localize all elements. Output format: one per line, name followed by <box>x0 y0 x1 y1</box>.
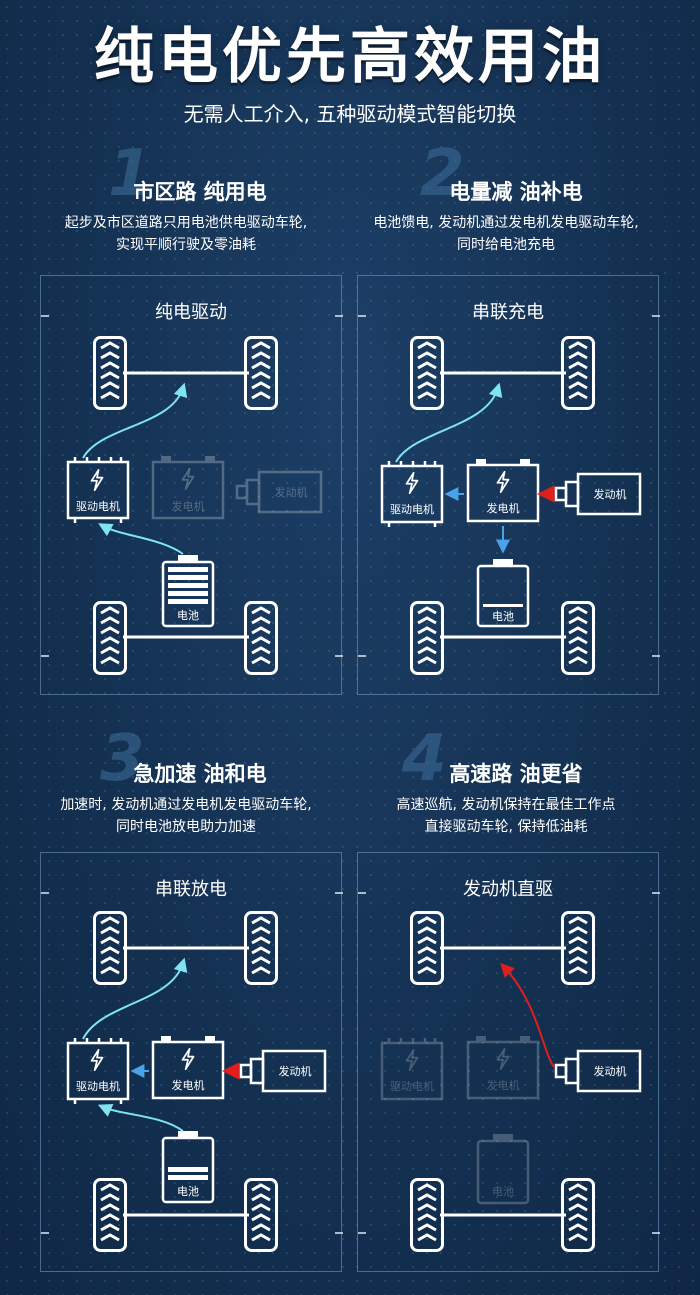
flow-arrow-battery-to-motor <box>98 523 184 555</box>
battery-label: 电池 <box>177 609 199 622</box>
panel-label: 串联放电 <box>155 879 227 900</box>
drive-motor-icon: 驱动电机 <box>66 457 130 523</box>
flow-arrow-motor-to-wheel <box>82 957 188 1040</box>
engine-label: 发动机 <box>594 487 627 501</box>
tire-icon <box>561 336 595 410</box>
drive-motor-icon: 驱动电机 <box>380 1038 444 1101</box>
section-1-title: 市区路 纯用电 <box>133 180 267 204</box>
tire-icon <box>93 1178 127 1252</box>
engine-icon: 发动机 <box>554 472 642 516</box>
tire-icon <box>244 1178 278 1252</box>
drive-motor-label: 驱动电机 <box>76 499 120 513</box>
tire-icon <box>410 336 444 410</box>
pure-electric-diagram: 驱动电机 发电机 发动机 电池 <box>41 315 343 675</box>
section-3-title: 急加速 油和电 <box>133 762 267 786</box>
tire-icon <box>561 911 595 985</box>
panel-label: 发动机直驱 <box>463 879 553 900</box>
panel-series-discharging: 串联放电 驱动电机 发电机 发动机 <box>40 852 343 1272</box>
section-2-description: 电池馈电, 发动机通过发电机发电驱动车轮,同时给电池充电 <box>373 215 639 253</box>
drive-motor-label: 驱动电机 <box>390 502 434 516</box>
battery-label: 电池 <box>177 1185 199 1198</box>
generator-label: 发电机 <box>172 1078 205 1092</box>
battery-label: 电池 <box>492 610 514 623</box>
section-4-description: 高速巡航, 发动机保持在最佳工作点直接驱动车轮, 保持低油耗 <box>396 797 616 835</box>
panel-label: 纯电驱动 <box>155 302 227 323</box>
drive-motor-icon: 驱动电机 <box>66 1038 130 1104</box>
flow-arrow-battery-to-motor <box>97 1104 184 1132</box>
page-subtitle: 无需人工介入, 五种驱动模式智能切换 <box>183 102 517 126</box>
generator-label: 发电机 <box>172 499 205 513</box>
section-3-description: 加速时, 发动机通过发电机发电驱动车轮,同时电池放电助力加速 <box>60 797 312 835</box>
flow-arrow-engine-to-wheel <box>500 962 555 1068</box>
battery-icon: 电池 <box>476 559 530 628</box>
tire-icon <box>244 336 278 410</box>
tire-icon <box>410 601 444 675</box>
tire-icon <box>244 601 278 675</box>
battery-icon: 电池 <box>161 555 215 628</box>
tire-icon <box>561 601 595 675</box>
generator-icon: 发电机 <box>466 1036 540 1100</box>
engine-label: 发动机 <box>594 1064 627 1078</box>
panel-engine-direct-drive: 发动机直驱 驱动电机 发电机 发动机 电池 <box>357 852 660 1272</box>
tire-icon <box>410 1178 444 1252</box>
tire-icon <box>93 601 127 675</box>
tire-icon <box>561 1178 595 1252</box>
section-1-description: 起步及市区道路只用电池供电驱动车轮,实现平顺行驶及零油耗 <box>64 215 308 253</box>
generator-icon: 发电机 <box>151 456 225 520</box>
tire-icon <box>410 911 444 985</box>
battery-icon: 电池 <box>161 1131 215 1204</box>
series-discharging-diagram: 驱动电机 发电机 发动机 电池 <box>41 892 343 1252</box>
panel-series-charging: 串联充电 驱动电机 发电机 发动机 电池 <box>357 275 660 695</box>
section-2-number: 2 <box>420 137 465 211</box>
page-title: 纯电优先高效用油 <box>94 22 606 92</box>
series-charging-diagram: 驱动电机 发电机 发动机 电池 <box>358 315 660 675</box>
section-4-title: 高速路 油更省 <box>449 762 583 786</box>
drive-motor-label: 驱动电机 <box>390 1079 434 1093</box>
section-3-number: 3 <box>100 722 145 796</box>
panel-pure-electric: 纯电驱动 驱动电机 发电机 发动机 <box>40 275 343 695</box>
section-1-number: 1 <box>108 137 153 211</box>
engine-icon: 发动机 <box>554 1049 642 1093</box>
generator-label: 发电机 <box>487 501 520 515</box>
panel-label: 串联充电 <box>472 302 544 323</box>
generator-label: 发电机 <box>487 1078 520 1092</box>
battery-icon: 电池 <box>476 1134 530 1205</box>
drive-motor-label: 驱动电机 <box>76 1079 120 1093</box>
drive-motor-icon: 驱动电机 <box>380 461 444 527</box>
section-2-title: 电量减 油补电 <box>449 180 583 204</box>
engine-label: 发动机 <box>279 1064 312 1078</box>
flow-arrow-motor-to-wheel <box>395 382 503 463</box>
section-4-number: 4 <box>402 722 447 796</box>
engine-direct-drive-diagram: 驱动电机 发电机 发动机 电池 <box>358 892 660 1252</box>
battery-label: 电池 <box>492 1185 514 1198</box>
flow-arrow-motor-to-wheel <box>82 382 188 459</box>
generator-icon: 发电机 <box>466 459 540 523</box>
generator-icon: 发电机 <box>151 1036 225 1100</box>
engine-icon: 发动机 <box>235 470 323 514</box>
engine-label: 发动机 <box>275 485 308 499</box>
tire-icon <box>93 336 127 410</box>
tire-icon <box>244 911 278 985</box>
engine-icon: 发动机 <box>239 1049 327 1093</box>
tire-icon <box>93 911 127 985</box>
